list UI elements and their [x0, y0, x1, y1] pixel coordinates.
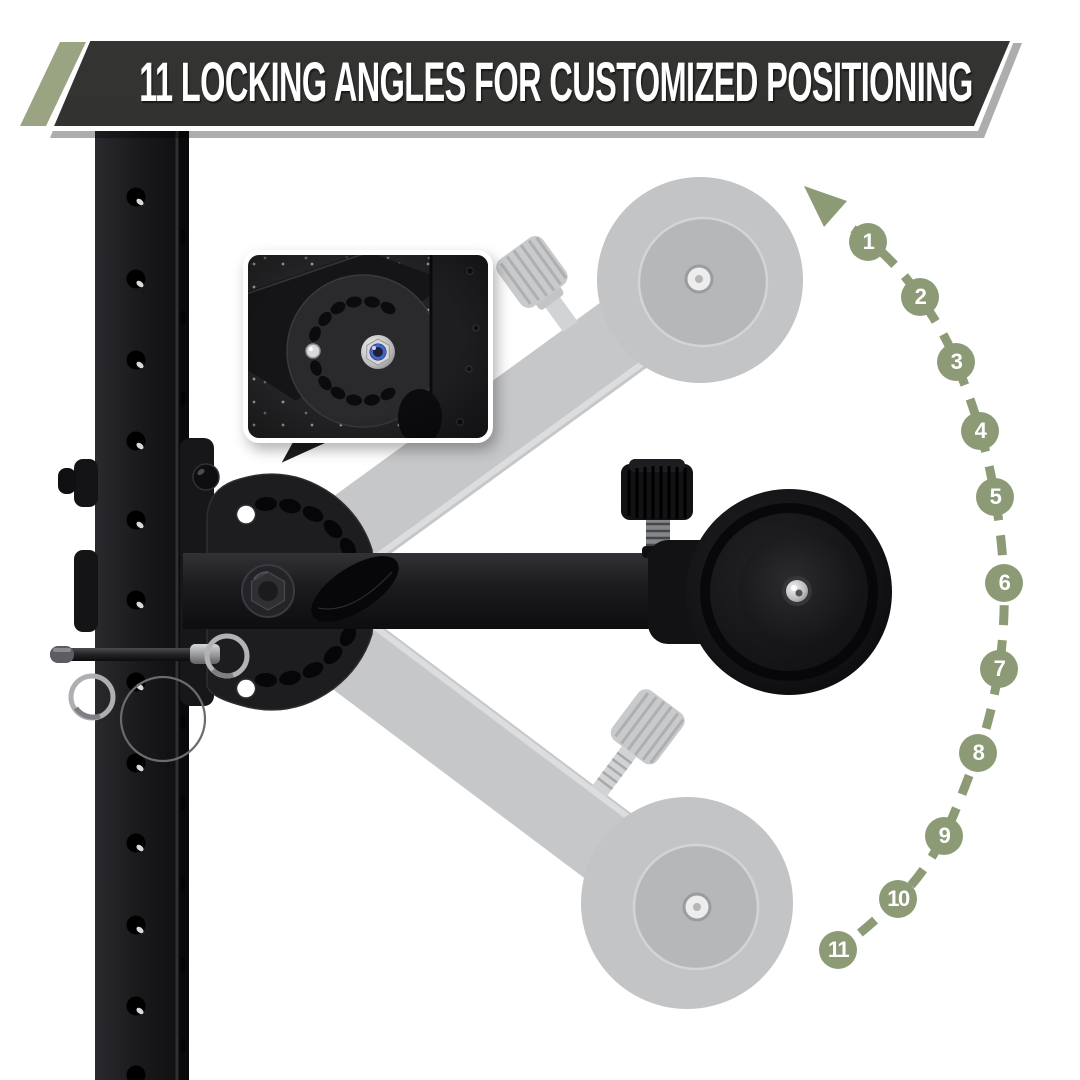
pivot-nut	[361, 335, 395, 369]
upright-holes	[126, 187, 186, 1080]
engaged-pin	[305, 343, 321, 359]
angle-badge-8: 8	[959, 734, 997, 772]
roller-pad	[648, 489, 892, 695]
angle-badge-7: 7	[980, 650, 1018, 688]
angle-badge-1: 1	[849, 223, 887, 261]
banner-title: 11 LOCKING ANGLES FOR CUSTOMIZED POSITIO…	[139, 50, 973, 113]
rotation-arrow-icon	[804, 186, 847, 227]
plate-screws	[456, 267, 480, 426]
angle-badge-5: 5	[976, 478, 1014, 516]
angle-badge-9: 9	[925, 817, 963, 855]
angle-badge-3: 3	[937, 343, 975, 381]
angle-badge-11: 11	[819, 931, 857, 969]
rack-upright	[95, 127, 189, 1080]
locking-pin	[50, 633, 250, 763]
pivot-bolt	[241, 564, 295, 618]
locking-holes	[309, 296, 396, 406]
lanyard-wire	[119, 675, 207, 763]
angle-badge-6: 6	[985, 564, 1023, 602]
angle-badge-2: 2	[901, 278, 939, 316]
detail-closeup	[248, 255, 488, 438]
inset-vignette	[248, 255, 488, 438]
angle-badge-10: 10	[879, 880, 917, 918]
angle-badge-4: 4	[961, 412, 999, 450]
detail-inset	[243, 250, 493, 443]
